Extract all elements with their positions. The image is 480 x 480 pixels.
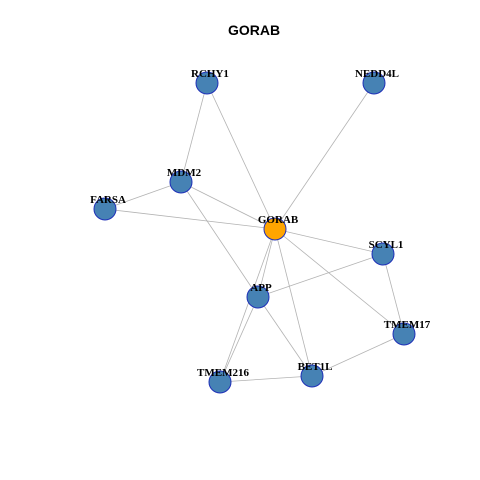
- node-tmem216[interactable]: [208, 370, 232, 394]
- node-label-farsa: FARSA: [90, 194, 126, 206]
- edge-tmem216-bet1l: [219, 375, 313, 383]
- edge-gorab-rchy1: [206, 82, 276, 230]
- edge-gorab-tmem17: [274, 228, 405, 335]
- graph-title: GORAB: [228, 22, 280, 38]
- edge-scyl1-app: [257, 253, 384, 298]
- node-label-scyl1: SCYL1: [369, 239, 404, 251]
- edge-rchy1-mdm2: [180, 82, 208, 183]
- node-label-nedd4l: NEDD4L: [355, 68, 399, 80]
- node-app[interactable]: [246, 285, 270, 309]
- edge-app-bet1l: [257, 296, 313, 377]
- nodes-layer: [93, 71, 416, 394]
- node-scyl1[interactable]: [371, 242, 395, 266]
- edge-gorab-mdm2: [180, 181, 276, 230]
- node-rchy1[interactable]: [195, 71, 219, 95]
- edge-gorab-scyl1: [274, 228, 384, 255]
- edge-app-tmem216: [219, 296, 259, 383]
- edge-gorab-farsa: [104, 208, 276, 230]
- node-label-app: APP: [250, 282, 272, 294]
- edge-gorab-nedd4l: [274, 82, 375, 230]
- node-farsa[interactable]: [93, 197, 117, 221]
- node-label-gorab: GORAB: [258, 214, 299, 226]
- node-label-bet1l: BET1L: [298, 361, 333, 373]
- node-label-tmem216: TMEM216: [197, 367, 249, 379]
- node-tmem17[interactable]: [392, 322, 416, 346]
- node-label-rchy1: RCHY1: [191, 68, 229, 80]
- edge-gorab-tmem216: [219, 228, 276, 383]
- edge-gorab-bet1l: [274, 228, 313, 377]
- edge-scyl1-tmem17: [382, 253, 405, 335]
- edges-layer: [104, 82, 405, 383]
- edge-mdm2-farsa: [104, 181, 182, 210]
- node-label-tmem17: TMEM17: [384, 319, 431, 331]
- node-bet1l[interactable]: [300, 364, 324, 388]
- edge-gorab-app: [257, 228, 276, 298]
- node-mdm2[interactable]: [169, 170, 193, 194]
- node-nedd4l[interactable]: [362, 71, 386, 95]
- node-gorab[interactable]: [263, 217, 287, 241]
- edge-tmem17-bet1l: [311, 333, 405, 377]
- edge-mdm2-app: [180, 181, 259, 298]
- node-label-mdm2: MDM2: [167, 167, 202, 179]
